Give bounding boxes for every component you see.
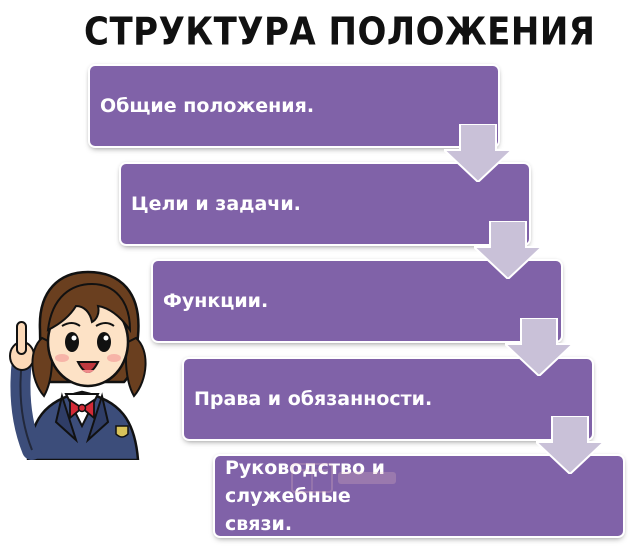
schoolgirl-pointing-icon <box>9 270 147 460</box>
step-label-2: Цели и задачи. <box>131 193 301 215</box>
watermark-icon <box>291 463 396 493</box>
chevron-down-arrow-icon <box>505 318 573 376</box>
chevron-down-arrow-icon <box>474 221 542 279</box>
step-box-2: Цели и задачи. <box>121 164 529 244</box>
chevron-down-arrow-icon <box>536 416 604 474</box>
step-box-1: Общие положения. <box>90 66 498 146</box>
step-label-3: Функции. <box>163 290 269 312</box>
step-box-3: Функции. <box>153 261 561 341</box>
chevron-down-arrow-icon <box>444 124 512 182</box>
step-label-1: Общие положения. <box>100 95 315 117</box>
step-label-4: Права и обязанности. <box>194 388 433 410</box>
step-box-4: Права и обязанности. <box>184 359 592 439</box>
step-box-5: Руководство и служебные связи. <box>215 456 623 536</box>
diagram-title: СТРУКТУРА ПОЛОЖЕНИЯ <box>84 9 596 55</box>
step-label-5: Руководство и служебные связи. <box>225 457 385 535</box>
